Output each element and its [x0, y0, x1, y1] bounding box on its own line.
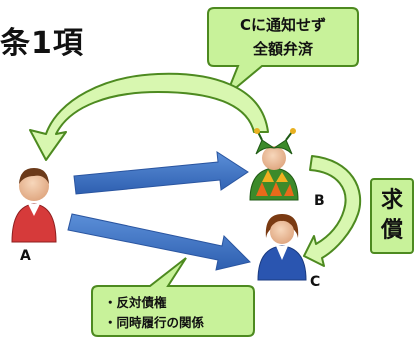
arrow-a-to-c	[67, 213, 251, 271]
page-title: 条1項	[0, 26, 84, 61]
callout-top-line2: 全額弁済	[252, 40, 313, 58]
callout-bottom-line1: ・反対債権	[104, 295, 167, 310]
callout-top-line1: Cに通知せず	[239, 16, 326, 34]
callout-top-text: Cに通知せず 全額弁済	[208, 12, 358, 66]
arrow-a-to-b	[73, 151, 249, 195]
recourse-char-2: 償	[380, 218, 403, 243]
curved-arrow-b-to-c	[303, 155, 362, 267]
party-c-label: C	[310, 274, 321, 290]
party-a-label: A	[20, 248, 31, 264]
recourse-label-box: 求 償	[370, 178, 414, 254]
person-a-icon	[11, 168, 57, 243]
curved-arrow-b-to-a	[29, 72, 269, 161]
party-b-label: B	[314, 193, 325, 209]
recourse-char-1: 求	[380, 188, 403, 213]
callout-bottom-line2: ・同時履行の関係	[104, 315, 205, 330]
callout-bottom-bubble	[91, 257, 255, 337]
callout-bottom-text: ・反対債権 ・同時履行の関係	[92, 288, 254, 336]
person-c-icon	[257, 214, 307, 281]
callout-top-bubble	[207, 7, 359, 97]
person-b-jester-icon	[249, 128, 299, 201]
